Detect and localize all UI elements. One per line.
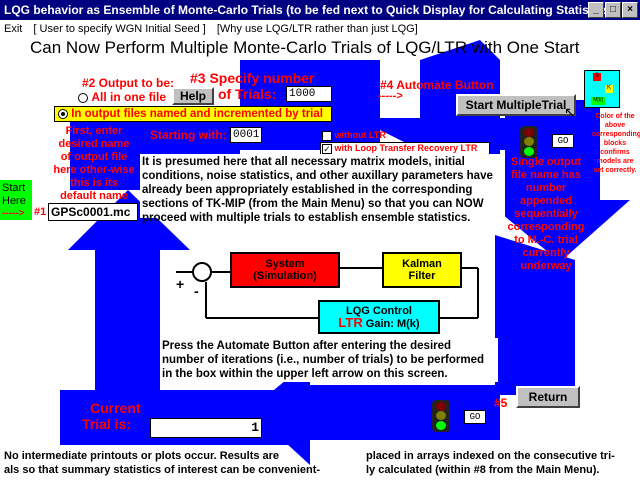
kalman-line2: Filter (408, 270, 436, 282)
page-heading: Can Now Perform Multiple Monte-Carlo Tri… (30, 38, 580, 57)
kalman-line1: Kalman (402, 258, 442, 270)
start-here-line1: Start (2, 182, 26, 194)
plus-sign: + (176, 276, 185, 292)
ltr-tag: LTR (338, 314, 363, 330)
start-here-line2: Here (2, 195, 26, 207)
color-note: Color of the above corresponding blocks … (592, 113, 640, 174)
step1-label: #1 (34, 206, 47, 218)
mini-kalman-icon: K (605, 85, 613, 93)
mini-gain-icon: M[k] (591, 97, 605, 105)
step3-label-line1: #3 Specify number (190, 70, 315, 86)
bottom-left-line1: No intermediate printouts or plots occur… (4, 450, 280, 462)
option-named-label: In output files named and incremented by… (71, 108, 323, 120)
traffic-light-bottom (432, 400, 450, 432)
bottom-right-line1: placed in arrays indexed on the consecut… (366, 450, 615, 462)
system-line2: (Simulation) (253, 270, 317, 282)
mini-diagram: S K M[k] (584, 70, 620, 108)
trials-input[interactable]: 1000 (286, 86, 332, 102)
minus-sign: - (194, 283, 199, 299)
without-ltr-checkbox[interactable] (322, 130, 332, 141)
minimize-button[interactable]: _ (588, 2, 604, 18)
cursor-icon: ↖ (564, 104, 576, 120)
traffic-light-top (520, 126, 538, 158)
return-button[interactable]: Return (516, 386, 580, 408)
press-instructions: Press the Automate Button after entering… (160, 338, 498, 382)
option-all-radio[interactable] (78, 92, 88, 103)
step2-label: #2 Output to be: (82, 76, 174, 90)
lqg-line2: Gain: M(k) (365, 317, 420, 330)
step3-label-line2: of Trials: (218, 86, 277, 102)
current-trial-line2: Trial is: (82, 416, 132, 432)
presumption-text: It is presumed here that all necessary m… (140, 154, 505, 224)
title-bar: LQG behavior as Ensemble of Monte-Carlo … (0, 0, 640, 20)
window-title: LQG behavior as Ensemble of Monte-Carlo … (4, 3, 614, 17)
current-trial-line1: Current (90, 400, 141, 416)
option-named-row[interactable]: In output files named and incremented by… (54, 106, 332, 122)
single-output-note: Single output file name has number appen… (507, 156, 585, 272)
filename-input[interactable]: GPSc0001.mc (48, 203, 138, 221)
without-ltr-row[interactable]: without LTR (322, 130, 386, 141)
without-ltr-label: without LTR (334, 130, 386, 140)
starting-with-label: Starting with: (150, 128, 227, 142)
bottom-right-line2: ly calculated (within #8 from the Main M… (366, 464, 600, 476)
start-multiple-trial-button[interactable]: Start MultipleTrial (456, 94, 576, 116)
go-indicator-bottom: GO (464, 410, 486, 424)
option-named-radio[interactable] (58, 108, 68, 119)
bottom-flow-arrow (250, 235, 575, 465)
start-here-badge: Start Here (0, 180, 32, 220)
summing-junction (192, 262, 212, 282)
start-here-arrow: -----> (2, 208, 25, 219)
maximize-button[interactable]: □ (605, 2, 621, 18)
help-button[interactable]: Help (172, 87, 214, 105)
option-all-label: All in one file (91, 90, 167, 104)
go-indicator-top: GO (552, 134, 574, 148)
first-enter-note: First, enter desired name of output file… (53, 125, 135, 202)
lqg-block: LQG Control LTR Gain: M(k) (318, 300, 440, 334)
with-ltr-checkbox[interactable]: ✓ (322, 143, 332, 154)
close-button[interactable]: × (622, 2, 638, 18)
step4-label: #4 Automate Button (380, 78, 494, 92)
menu-exit[interactable]: Exit (4, 23, 23, 35)
starting-with-input[interactable]: 0001 (230, 127, 262, 143)
step4-arrow: -----> (378, 90, 403, 102)
system-line1: System (265, 258, 305, 270)
mini-system-icon: S (593, 73, 601, 81)
with-ltr-label: with Loop Transfer Recovery LTR (334, 143, 478, 153)
lqg-line1: LQG Control (346, 304, 412, 317)
system-block: System(Simulation) (230, 252, 340, 288)
step5-label: #5 (494, 396, 508, 410)
current-trial-value: 1 (150, 418, 262, 438)
menu-seed[interactable]: [ User to specify WGN Initial Seed ] (33, 23, 206, 35)
menu-bar: Exit [ User to specify WGN Initial Seed … (0, 20, 640, 38)
left-flow-arrow (68, 190, 190, 440)
menu-why[interactable]: [Why use LQG/LTR rather than just LQG] (216, 23, 418, 35)
option-all-row[interactable]: All in one file (78, 90, 168, 104)
bottom-left-line2: als so that summary statistics of intere… (4, 464, 321, 476)
